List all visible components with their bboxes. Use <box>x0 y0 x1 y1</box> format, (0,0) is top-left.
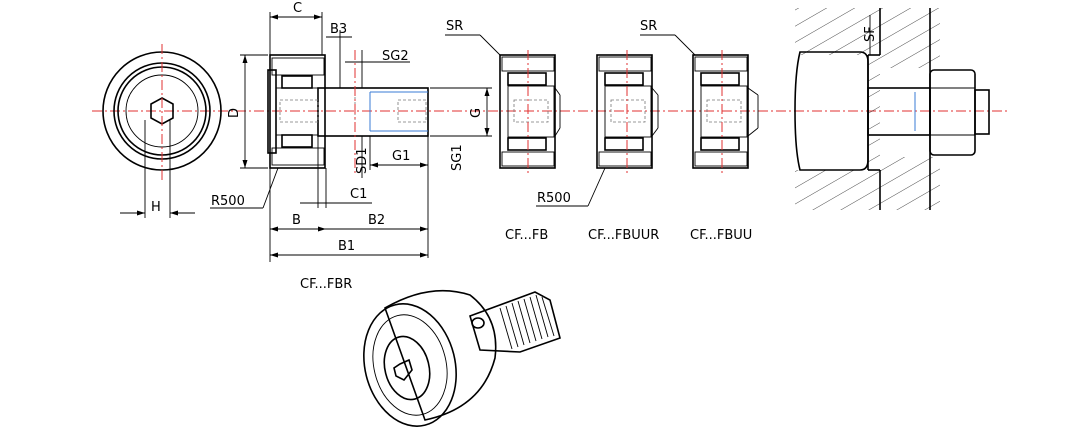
dim-label-sr-1: SR <box>446 19 463 34</box>
section-view-fbuur <box>596 50 659 175</box>
dim-label-g: G <box>469 108 484 118</box>
dim-label-b: B <box>292 213 301 228</box>
variant-label-fbuu: CF...FBUU <box>690 228 752 243</box>
dim-label-sg1: SG1 <box>450 144 465 171</box>
dim-label-b1: B1 <box>338 239 355 254</box>
main-section-view: D C B3 SG2 G G1 SD1 SG1 <box>210 1 492 292</box>
dim-label-sd1: SD1 <box>355 147 370 174</box>
dim-label-g1: G1 <box>392 149 410 164</box>
dim-label-d: D <box>227 108 242 118</box>
variant-label-fbuur: CF...FBUUR <box>588 228 659 243</box>
dim-label-c: C <box>293 1 302 16</box>
dim-label-b3: B3 <box>330 22 347 37</box>
isometric-cam-follower <box>363 289 561 427</box>
end-view: H <box>102 44 222 218</box>
dim-label-b2: B2 <box>368 213 385 228</box>
dim-label-r500-main: R500 <box>211 194 245 209</box>
dim-label-h: H <box>151 200 161 215</box>
section-view-fb <box>499 50 561 175</box>
variant-label-fb: CF...FB <box>505 228 548 243</box>
dim-label-c1: C1 <box>350 187 367 202</box>
mounted-view: SF <box>794 8 990 210</box>
section-view-fbuu <box>692 50 759 175</box>
dim-label-r500-fbuur: R500 <box>537 191 571 206</box>
dim-label-sg2: SG2 <box>382 49 409 64</box>
dim-label-sr-2: SR <box>640 19 657 34</box>
hex-socket-icon <box>393 358 413 382</box>
dim-label-sf: SF <box>863 26 878 42</box>
variant-label-fbr: CF...FBR <box>300 277 352 292</box>
